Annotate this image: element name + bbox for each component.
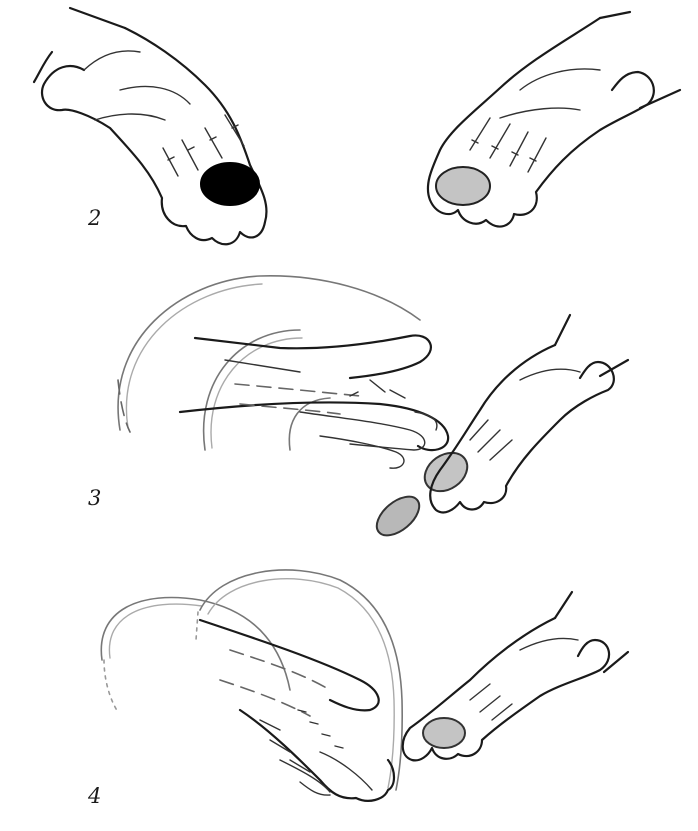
- step-3-turning-hand: [180, 335, 448, 468]
- step-2-dark-coin: [201, 163, 259, 205]
- step-4-turned-hand: [200, 620, 394, 801]
- step-2-light-coin: [436, 167, 490, 205]
- step-4-motion-arc-right: [200, 570, 402, 790]
- step-2-panel: [34, 8, 680, 244]
- step-3-coin-1: [417, 445, 474, 499]
- step-label-3: 3: [88, 486, 101, 510]
- step-4-motion-arc-left: [101, 598, 290, 691]
- step-3-coin-2: [370, 489, 426, 543]
- step-4-light-coin: [423, 718, 465, 748]
- step-3-panel: [118, 276, 628, 543]
- step-label-2: 2: [88, 206, 101, 230]
- step-label-4: 4: [88, 784, 101, 808]
- step-4-panel: [101, 570, 628, 801]
- step-2-left-hand: [34, 8, 267, 244]
